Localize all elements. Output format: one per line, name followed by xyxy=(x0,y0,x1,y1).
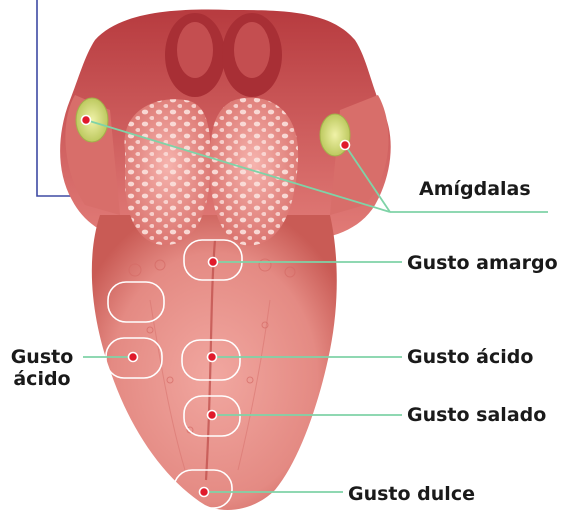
label-gusto-salado: Gusto salado xyxy=(407,404,546,426)
marker-amargo xyxy=(209,258,218,267)
label-gusto-acido-right: Gusto ácido xyxy=(407,346,533,368)
label-gusto-amargo: Gusto amargo xyxy=(407,252,558,274)
marker-salado xyxy=(208,411,217,420)
marker-acido-right xyxy=(208,353,217,362)
marker-tonsil-left xyxy=(82,116,91,125)
marker-dulce xyxy=(200,488,209,497)
label-gusto-dulce: Gusto dulce xyxy=(348,483,475,505)
label-gusto-acido-left-line1: Gusto xyxy=(6,346,78,368)
marker-tonsil-right xyxy=(341,141,350,150)
marker-acido-left xyxy=(129,353,138,362)
label-amigdalas: Amígdalas xyxy=(419,178,531,200)
label-gusto-acido-left-line2: ácido xyxy=(6,368,78,390)
label-gusto-acido-left: Gusto ácido xyxy=(6,346,78,390)
